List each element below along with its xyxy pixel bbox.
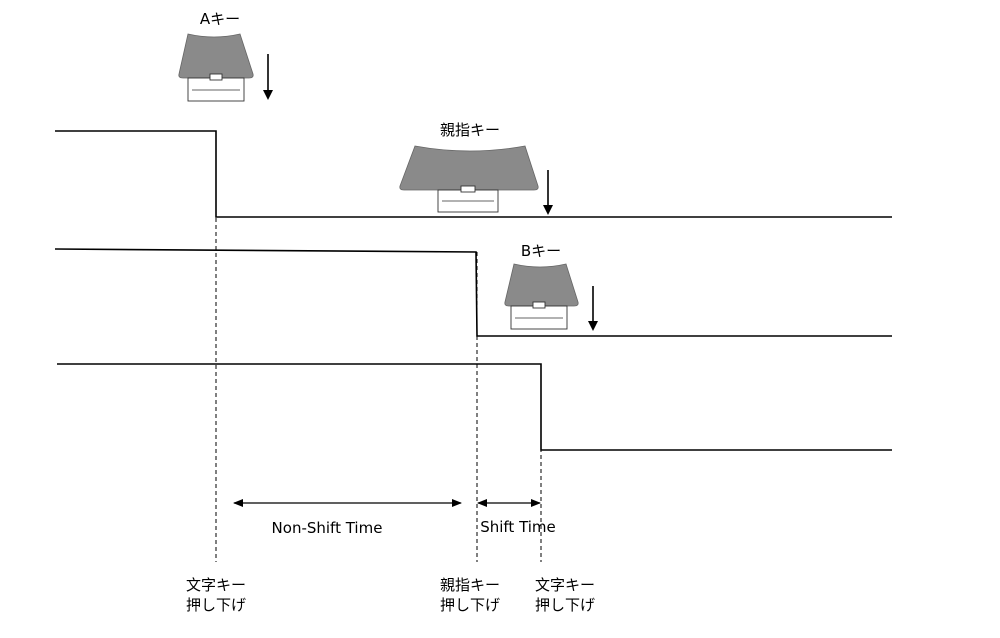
event-char-press-1-line2: 押し下げ [186, 596, 246, 614]
down-arrow-icon [588, 286, 598, 331]
event-thumb-press-line2: 押し下げ [440, 596, 500, 614]
non-shift-time-label: Non-Shift Time [272, 519, 383, 537]
signal-b-key [57, 363, 892, 451]
signal-thumb-key [54, 248, 892, 337]
a-key-icon [178, 33, 254, 102]
thumb-key-icon [399, 145, 539, 213]
shift-time-label: Shift Time [480, 518, 556, 536]
down-arrow-icon [263, 54, 273, 100]
thumb-key-label: 親指キー [440, 121, 500, 139]
down-arrow-icon [543, 170, 553, 215]
signal-a-key [55, 130, 892, 218]
event-char-press-1-line1: 文字キー [186, 576, 246, 594]
b-key-icon [504, 263, 579, 330]
event-thumb-press-line1: 親指キー [440, 576, 500, 594]
a-key-label: Aキー [200, 10, 240, 28]
event-char-press-2-line2: 押し下げ [535, 596, 595, 614]
event-char-press-2-line1: 文字キー [535, 576, 595, 594]
b-key-label: Bキー [521, 242, 561, 260]
